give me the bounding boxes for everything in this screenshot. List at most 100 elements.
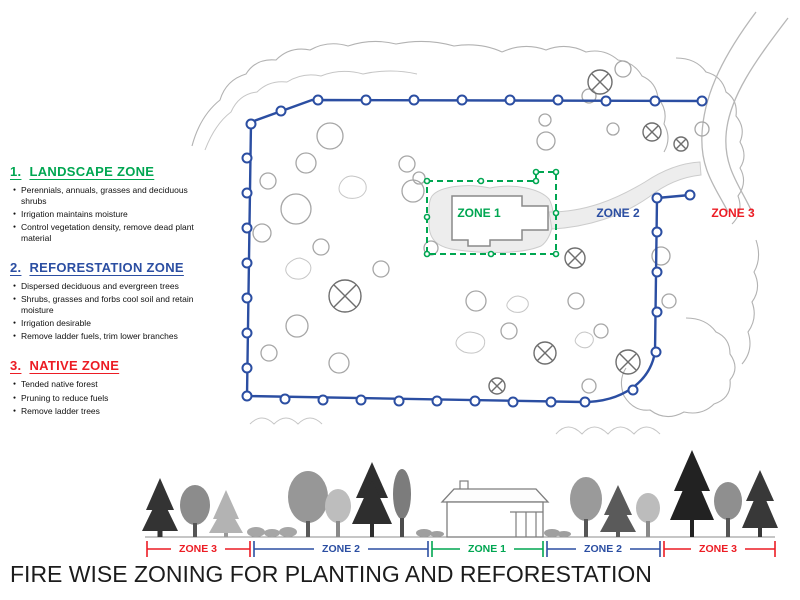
legend: 1.LANDSCAPE ZONE Perennials, annuals, gr… [10, 164, 202, 433]
conifer-tree [587, 69, 613, 95]
section-shrub [557, 531, 571, 537]
boundary-node [552, 94, 564, 106]
section-trunk [370, 524, 374, 537]
boundary-node [456, 94, 468, 106]
boundary-node [241, 187, 253, 199]
section-deciduous [636, 493, 660, 523]
ground-contour [574, 331, 594, 349]
boundary-node [469, 395, 481, 407]
legend-bullet: Remove ladder fuels, trim lower branches [13, 331, 202, 342]
bar-label-bg [460, 542, 514, 555]
boundary-node [627, 384, 639, 396]
section-conifer [670, 469, 714, 520]
conifer-branch [675, 138, 687, 150]
bar-label-bg [576, 542, 630, 555]
section-conifer [742, 486, 778, 528]
tree-canopy [295, 152, 317, 174]
tree-canopy [252, 223, 272, 243]
legend-bullet: Remove ladder trees [13, 406, 202, 417]
section-trunk [646, 521, 650, 537]
section-trunk [306, 521, 310, 537]
section-trunk [758, 528, 762, 537]
bar-label-bg [691, 542, 745, 555]
tree-canopy [280, 193, 312, 225]
section-pine [393, 469, 411, 519]
conifer-branch [490, 379, 504, 393]
section-conifer [600, 499, 636, 532]
section-deciduous [570, 477, 602, 521]
section-shrub [430, 531, 444, 537]
legend-bullet: Irrigation maintains moisture [13, 209, 202, 220]
section-deciduous [714, 482, 742, 520]
section-shrub [247, 527, 265, 537]
boundary-node [245, 118, 257, 130]
tree-canopy [567, 292, 585, 310]
legend-bullet: Tended native forest [13, 379, 202, 390]
conifer-branch [333, 284, 357, 308]
conifer-branch [567, 250, 583, 266]
legend-section-reforestation: 2.REFORESTATION ZONE Dispersed deciduous… [10, 260, 202, 342]
legend-section-number: 1. [10, 164, 22, 179]
legend-bullet: Control vegetation density, remove dead … [13, 222, 202, 244]
bar-label: ZONE 2 [584, 543, 622, 555]
section-trunk [584, 519, 588, 537]
tree-canopy [651, 246, 671, 266]
conifer-canopy [488, 377, 506, 395]
bar-label: ZONE 3 [179, 543, 217, 555]
tree-canopy [661, 293, 677, 309]
section-deciduous [180, 485, 210, 525]
legend-bullet-list: Dispersed deciduous and evergreen trees … [10, 281, 202, 342]
boundary-node [507, 396, 519, 408]
section-shrub [279, 527, 297, 537]
section-shrub [264, 529, 280, 537]
boundary-node [431, 395, 443, 407]
tree-canopy [538, 113, 552, 127]
driveway [548, 161, 702, 230]
bar-label: ZONE 3 [699, 543, 737, 555]
boundary-node [532, 177, 540, 185]
tree-canopy [398, 155, 416, 173]
section-conifer [352, 480, 392, 524]
conifer-tree [488, 377, 506, 395]
conifer-canopy [328, 279, 362, 313]
boundary-node [360, 94, 372, 106]
forest-edge-sketch [249, 417, 323, 425]
section-conifer [142, 494, 178, 531]
boundary-node [423, 177, 431, 185]
boundary-node [241, 362, 253, 374]
road-edge [701, 11, 757, 213]
boundary-node [393, 395, 405, 407]
bar-label: ZONE 1 [468, 543, 506, 555]
boundary-node [241, 222, 253, 234]
conifer-tree [642, 122, 662, 142]
tree-canopy [328, 352, 350, 374]
legend-section-number: 2. [10, 260, 22, 276]
legend-section-title: 2.REFORESTATION ZONE [10, 260, 202, 275]
tree-canopy [259, 172, 277, 190]
ground-contour [285, 257, 312, 280]
section-house-roof [440, 488, 550, 503]
boundary-node [317, 394, 329, 406]
boundary-node [651, 306, 663, 318]
legend-bullet: Dispersed deciduous and evergreen trees [13, 281, 202, 292]
legend-bullet: Pruning to reduce fuels [13, 393, 202, 404]
tree-canopy [536, 131, 556, 151]
boundary-node [275, 105, 287, 117]
bar-label-bg [171, 542, 225, 555]
bar-label: ZONE 2 [322, 543, 360, 555]
legend-bullet: Shrubs, grasses and forbs cool soil and … [13, 294, 202, 316]
conifer-tree [328, 279, 362, 313]
boundary-node [552, 168, 560, 176]
tree-canopy [260, 344, 278, 362]
boundary-node [241, 152, 253, 164]
legend-section-landscape: 1.LANDSCAPE ZONE Perennials, annuals, gr… [10, 164, 202, 244]
zone2-boundary-nodes [241, 94, 708, 408]
legend-bullet: Irrigation desirable [13, 318, 202, 329]
section-house-body [446, 501, 544, 538]
forest-edge-sketch [741, 239, 760, 365]
boundary-node [477, 177, 485, 185]
conifer-branch [591, 73, 609, 91]
zone2-label-plan: ZONE 2 [596, 206, 640, 220]
boundary-node [552, 209, 560, 217]
